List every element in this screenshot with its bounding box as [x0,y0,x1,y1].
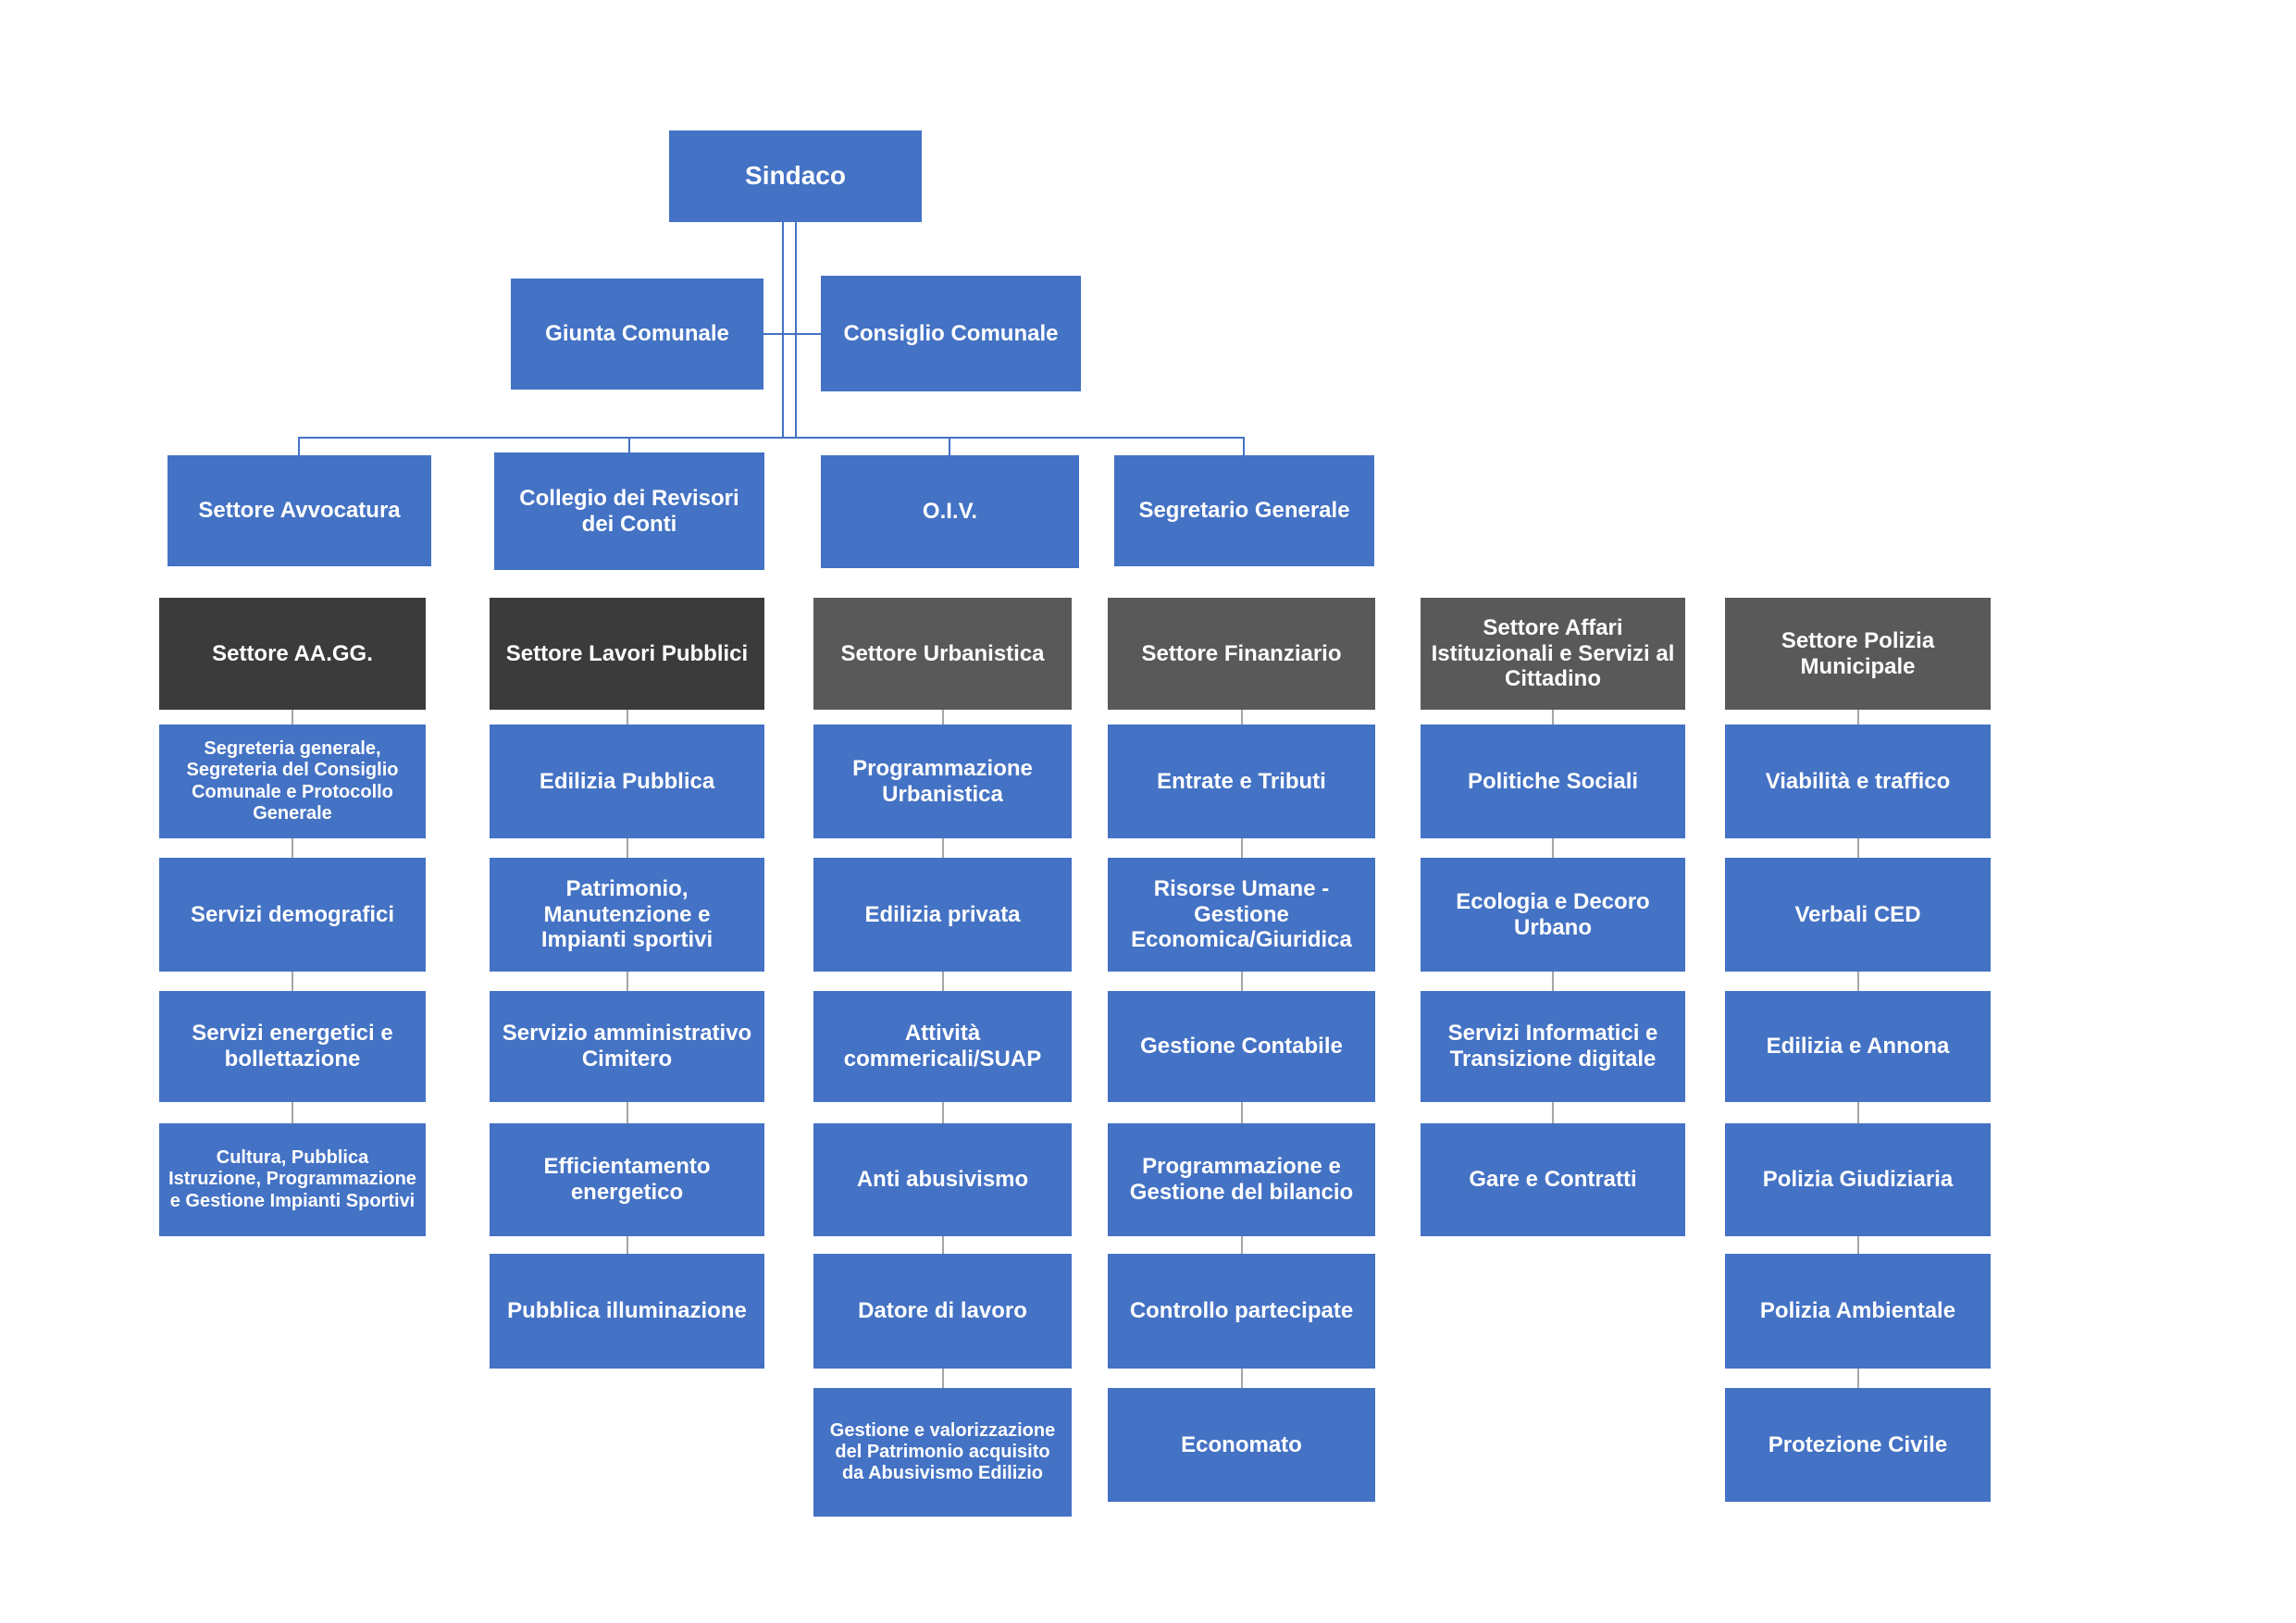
connector-trunk-left [782,222,784,438]
connector-tick [292,1102,293,1123]
unit-box-2-3: Anti abusivismo [813,1123,1072,1236]
connector-tick [292,972,293,991]
connector-tick [1240,1102,1243,1123]
node-segretario-generale: Segretario Generale [1114,455,1374,566]
unit-box-3-4: Controllo partecipate [1108,1254,1375,1369]
unit-box-5-3: Polizia Giudiziaria [1725,1123,1991,1236]
connector-tick [1552,710,1554,725]
node-collegio-revisori: Collegio dei Revisori dei Conti [494,452,764,570]
unit-box-0-0: Segreteria generale, Segreteria del Cons… [159,725,426,838]
unit-box-3-5: Economato [1108,1388,1375,1502]
unit-box-4-3: Gare e Contratti [1421,1123,1685,1236]
dept-header-5: Settore Polizia Municipale [1725,598,1991,710]
unit-box-1-3: Efficientamento energetico [490,1123,764,1236]
connector-drop-oiv [949,437,950,455]
unit-box-0-3: Cultura, Pubblica Istruzione, Programmaz… [159,1123,426,1236]
unit-box-3-3: Programmazione e Gestione del bilancio [1108,1123,1375,1236]
node-sindaco: Sindaco [669,130,922,222]
connector-tick [1552,1102,1554,1123]
unit-box-1-2: Servizio amministrativo Cimitero [490,991,764,1102]
connector-tick [1240,972,1243,991]
dept-header-0: Settore AA.GG. [159,598,426,710]
connector-tick [1240,1236,1243,1254]
connector-tick [1856,710,1859,725]
connector-tick [1856,1369,1859,1388]
unit-box-5-4: Polizia Ambientale [1725,1254,1991,1369]
connector-assistants [763,333,821,335]
unit-box-1-0: Edilizia Pubblica [490,725,764,838]
node-consiglio-comunale: Consiglio Comunale [821,276,1081,391]
connector-tick [626,1102,628,1123]
connector-tick [1856,972,1859,991]
unit-box-1-4: Pubblica illuminazione [490,1254,764,1369]
connector-tick [941,1102,944,1123]
connector-bus [298,437,1245,439]
node-settore-avvocatura: Settore Avvocatura [168,455,431,566]
connector-tick [626,972,628,991]
dept-header-1: Settore Lavori Pubblici [490,598,764,710]
unit-box-2-5: Gestione e valorizzazione del Patrimonio… [813,1388,1072,1517]
connector-tick [1552,972,1554,991]
connector-drop-avvocatura [298,437,300,455]
unit-box-0-2: Servizi energetici e bollettazione [159,991,426,1102]
unit-box-4-2: Servizi Informatici e Transizione digita… [1421,991,1685,1102]
unit-box-0-1: Servizi demografici [159,858,426,972]
connector-tick [941,1236,944,1254]
connector-trunk-right [795,222,797,438]
unit-box-2-2: Attività commericali/SUAP [813,991,1072,1102]
unit-box-2-4: Datore di lavoro [813,1254,1072,1369]
unit-box-5-0: Viabilità e traffico [1725,725,1991,838]
connector-tick [1552,838,1554,858]
connector-tick [292,838,293,858]
connector-tick [1240,710,1243,725]
connector-tick [626,838,628,858]
connector-tick [941,972,944,991]
connector-tick [941,710,944,725]
connector-tick [626,710,628,725]
connector-tick [292,710,293,725]
unit-box-3-2: Gestione Contabile [1108,991,1375,1102]
unit-box-3-0: Entrate e Tributi [1108,725,1375,838]
connector-tick [1856,1102,1859,1123]
connector-tick [1240,1369,1243,1388]
dept-header-4: Settore Affari Istituzionali e Servizi a… [1421,598,1685,710]
unit-box-3-1: Risorse Umane - Gestione Economica/Giuri… [1108,858,1375,972]
unit-box-2-1: Edilizia privata [813,858,1072,972]
connector-tick [1856,1236,1859,1254]
connector-drop-collegio [628,437,630,455]
node-oiv: O.I.V. [821,455,1079,568]
unit-box-5-1: Verbali CED [1725,858,1991,972]
node-giunta-comunale: Giunta Comunale [511,279,763,390]
unit-box-5-5: Protezione Civile [1725,1388,1991,1502]
unit-box-1-1: Patrimonio, Manutenzione e Impianti spor… [490,858,764,972]
unit-box-4-1: Ecologia e Decoro Urbano [1421,858,1685,972]
unit-box-2-0: Programmazione Urbanistica [813,725,1072,838]
connector-tick [1856,838,1859,858]
connector-tick [626,1236,628,1254]
unit-box-5-2: Edilizia e Annona [1725,991,1991,1102]
connector-tick [941,1369,944,1388]
unit-box-4-0: Politiche Sociali [1421,725,1685,838]
connector-tick [941,838,944,858]
connector-drop-segretario [1243,437,1245,455]
dept-header-3: Settore Finanziario [1108,598,1375,710]
dept-header-2: Settore Urbanistica [813,598,1072,710]
connector-tick [1240,838,1243,858]
